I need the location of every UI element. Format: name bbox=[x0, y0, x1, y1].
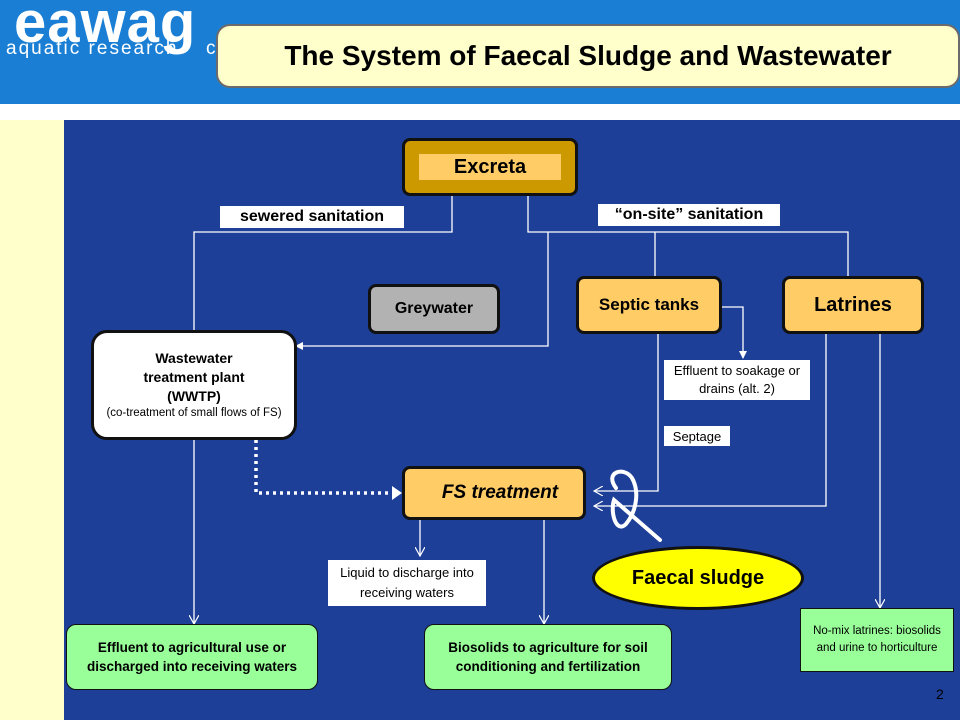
sewered-sanitation-label: sewered sanitation bbox=[220, 206, 404, 228]
connector-septage bbox=[594, 334, 659, 491]
faecal-sludge-node: Faecal sludge bbox=[592, 546, 804, 610]
header-bar: eawag aquatic research c The System of F… bbox=[0, 0, 960, 104]
effluent-soakage-label: Effluent to soakage or drains (alt. 2) bbox=[664, 360, 810, 400]
wwtp-line3: (WWTP) bbox=[167, 388, 221, 404]
page-number: 2 bbox=[936, 686, 944, 702]
no-mix-latrines-node: No-mix latrines: biosolids and urine to … bbox=[800, 608, 954, 672]
connector-onsite bbox=[527, 196, 849, 278]
septage-label: Septage bbox=[664, 426, 730, 446]
logo-tagline-cut: c bbox=[206, 38, 216, 59]
connector-sewered bbox=[193, 196, 453, 330]
connector-septic-effluent bbox=[722, 306, 747, 359]
effluent-agriculture-node: Effluent to agricultural use or discharg… bbox=[66, 624, 318, 690]
connector-wwtp-fs-dotted bbox=[254, 440, 396, 495]
greywater-node: Greywater bbox=[368, 284, 500, 334]
latrines-node: Latrines bbox=[782, 276, 924, 334]
onsite-sanitation-label: “on-site” sanitation bbox=[598, 204, 780, 226]
divider-strip bbox=[0, 104, 960, 120]
excreta-node: Excreta bbox=[402, 138, 578, 196]
slide-title: The System of Faecal Sludge and Wastewat… bbox=[284, 40, 892, 71]
wwtp-line2: treatment plant bbox=[143, 369, 245, 385]
connector-onsite-to-wwtp bbox=[295, 232, 549, 350]
fs-treatment-node: FS treatment bbox=[402, 466, 586, 520]
excreta-label: Excreta bbox=[419, 154, 561, 180]
wwtp-line1: Wastewater bbox=[155, 350, 233, 366]
dotted-arrowhead bbox=[392, 486, 402, 500]
eawag-logo: eawag bbox=[14, 0, 197, 55]
septic-tanks-node: Septic tanks bbox=[576, 276, 722, 334]
left-margin-strip bbox=[0, 120, 64, 720]
wwtp-line4: (co-treatment of small flows of FS) bbox=[106, 407, 282, 419]
connector-latrine-fs bbox=[594, 334, 827, 506]
hand-drawn-loop bbox=[610, 469, 662, 542]
wwtp-node: Wastewater treatment plant (WWTP) (co-tr… bbox=[91, 330, 297, 440]
liquid-discharge-label: Liquid to discharge into receiving water… bbox=[328, 560, 486, 606]
title-box: The System of Faecal Sludge and Wastewat… bbox=[216, 24, 960, 88]
biosolids-node: Biosolids to agriculture for soil condit… bbox=[424, 624, 672, 690]
logo-tagline: aquatic research bbox=[6, 38, 179, 59]
